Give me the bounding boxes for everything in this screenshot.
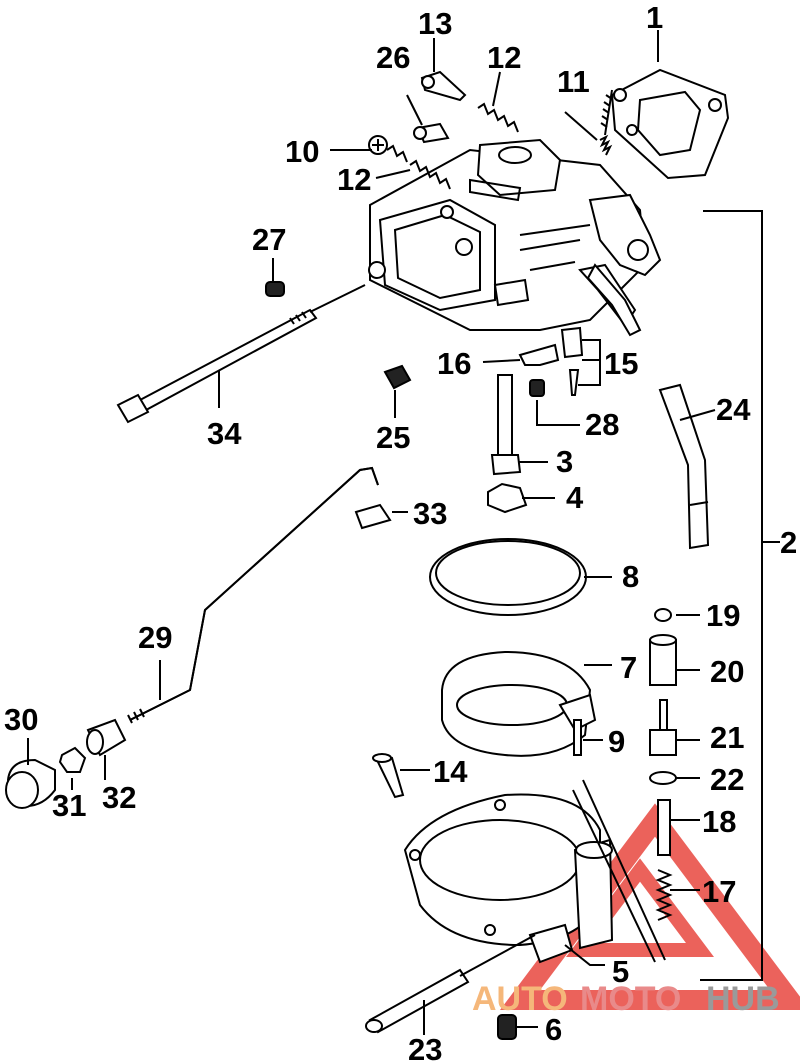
gasket-ring-8	[429, 538, 587, 616]
knob-30	[5, 758, 56, 809]
label-9: 9	[608, 724, 625, 759]
pilot-jet-21	[649, 699, 677, 756]
shaft-23	[365, 934, 536, 1034]
clip-16	[518, 343, 560, 366]
label-17: 17	[702, 874, 736, 909]
plug-25	[383, 364, 412, 390]
choke-rod-29	[127, 466, 379, 724]
watermark-text: AUTO MOTO HUB	[472, 980, 780, 1018]
jet-28	[529, 379, 545, 397]
label-13: 13	[418, 6, 452, 41]
label-20: 20	[710, 654, 744, 689]
part-number-labels: 1 2 3 4 5 6 7 8 9 10 11 12 12 13 14 15 1…	[4, 0, 797, 1064]
spring-17	[655, 869, 673, 921]
label-24: 24	[716, 392, 751, 427]
label-22: 22	[710, 762, 744, 797]
label-6: 6	[545, 1012, 562, 1047]
screw-27	[265, 281, 285, 297]
main-jet-4	[487, 482, 528, 514]
label-4: 4	[566, 480, 584, 515]
screw-6	[497, 1014, 517, 1040]
label-30: 30	[4, 702, 38, 737]
label-1: 1	[646, 0, 663, 35]
screw-26	[413, 122, 450, 144]
label-18: 18	[702, 804, 736, 839]
label-23: 23	[408, 1032, 442, 1064]
grommet-32	[86, 718, 127, 757]
hose-24	[586, 263, 710, 550]
label-8: 8	[622, 559, 639, 594]
label-12a: 12	[487, 40, 521, 75]
float-pin-9	[573, 719, 582, 756]
label-21: 21	[710, 720, 744, 755]
label-7: 7	[620, 650, 637, 685]
label-10: 10	[285, 134, 319, 169]
label-12b: 12	[337, 162, 371, 197]
label-16: 16	[437, 346, 471, 381]
spring-11	[599, 89, 613, 156]
emulsion-tube-3	[490, 374, 522, 476]
screw-14	[372, 753, 405, 799]
throttle-shaft-34	[116, 284, 366, 424]
watermark-auto: AUTO	[472, 980, 568, 1018]
o-ring-22	[649, 771, 677, 785]
watermark-hub: HUB	[706, 980, 780, 1018]
label-25: 25	[376, 420, 410, 455]
label-28: 28	[585, 407, 619, 442]
label-33: 33	[413, 496, 447, 531]
group-bracket	[700, 210, 780, 981]
label-29: 29	[138, 620, 172, 655]
label-2: 2	[780, 525, 797, 560]
clip-33	[354, 503, 392, 530]
gasket-part	[610, 68, 730, 180]
jet-holder-20	[649, 634, 677, 686]
label-19: 19	[706, 598, 740, 633]
label-14: 14	[433, 754, 468, 789]
label-5: 5	[612, 954, 629, 989]
screw-10	[368, 135, 408, 163]
label-26: 26	[376, 40, 410, 75]
screw-18	[657, 799, 671, 856]
label-34: 34	[207, 416, 242, 451]
leader-lines	[27, 30, 716, 1035]
watermark-moto: MOTO	[580, 980, 681, 1018]
cap-19	[654, 608, 672, 622]
label-32: 32	[102, 780, 136, 815]
float-7	[441, 650, 597, 757]
label-27: 27	[252, 222, 286, 257]
label-3: 3	[556, 444, 573, 479]
spring-12a	[477, 102, 519, 133]
label-31: 31	[52, 788, 86, 823]
nut-31	[58, 746, 87, 773]
needle-screw-13	[420, 70, 467, 102]
label-15: 15	[604, 346, 638, 381]
needle-valve-15	[560, 326, 584, 396]
label-11: 11	[557, 64, 590, 99]
float-bowl	[403, 793, 614, 950]
spring-12b	[409, 159, 451, 190]
